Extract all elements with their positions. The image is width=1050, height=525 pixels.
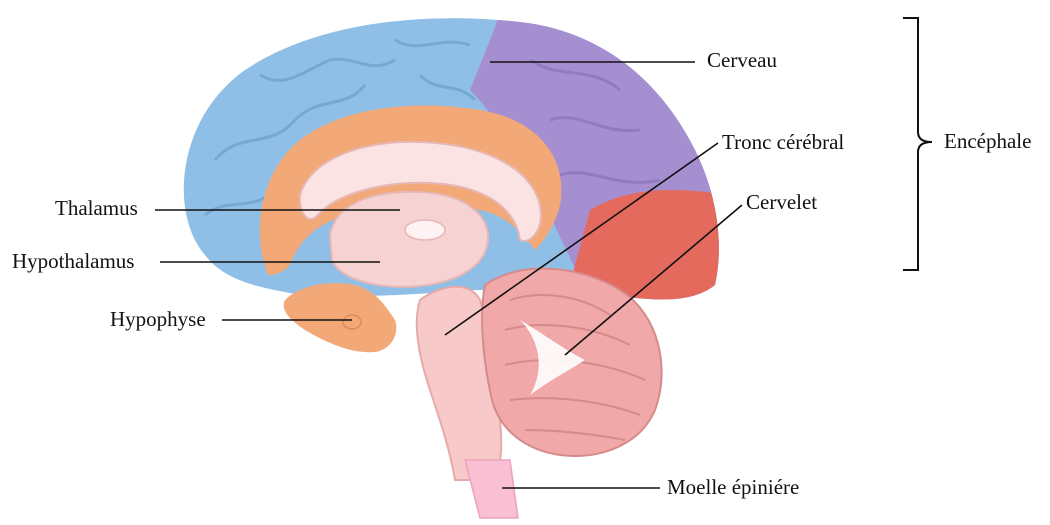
label-encephale: Encéphale <box>944 131 1031 152</box>
thalamus-center <box>405 220 445 240</box>
label-moelle-epiniere: Moelle épiniére <box>667 477 799 498</box>
brace-icon <box>903 18 932 270</box>
label-tronc-cerebral: Tronc cérébral <box>722 132 844 153</box>
label-hypophyse: Hypophyse <box>110 309 206 330</box>
label-hypothalamus: Hypothalamus <box>12 251 134 272</box>
thalamus-shape <box>330 192 488 287</box>
pituitary-shape <box>343 315 361 329</box>
spinal-cord-shape <box>465 460 518 518</box>
label-cerveau: Cerveau <box>707 50 777 71</box>
label-thalamus: Thalamus <box>55 198 138 219</box>
label-cervelet: Cervelet <box>746 192 817 213</box>
